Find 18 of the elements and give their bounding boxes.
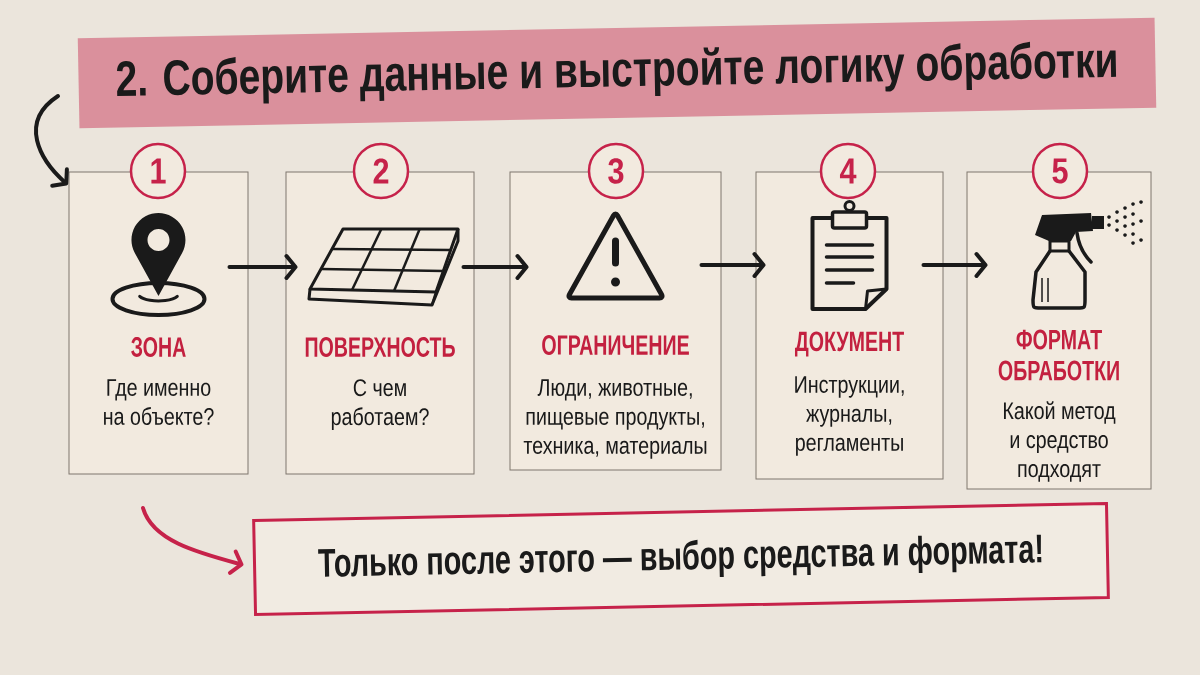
arrow: [227, 254, 298, 280]
card-text: Где именно на объекте?: [104, 379, 214, 425]
arrow: [921, 252, 988, 278]
curved-arrow: [141, 506, 244, 575]
arrow: [699, 252, 766, 278]
card-text: С чем работаем?: [331, 379, 429, 430]
card-heading: ФОРМАТ ОБРАБОТКИ: [998, 329, 1119, 381]
card-text: Люди, животные, пищевые продукты, техника, материалы: [523, 379, 707, 459]
note-box: Только после этого — выбор средства и формата!: [252, 501, 1110, 617]
card-heading: ПОВЕРХНОСТЬ: [305, 337, 455, 357]
arrow: [461, 254, 529, 280]
card-text: Какой метод и средство подходят: [1004, 401, 1116, 482]
curved-arrow: [34, 94, 69, 188]
card-heading: ДОКУМЕНТ: [795, 331, 904, 357]
title-banner: 2. Соберите данные и выстройте логику обработки: [77, 17, 1157, 129]
card-text: Инструкции, журналы, регламенты: [795, 376, 904, 456]
card-heading: ОГРАНИЧЕНИЕ: [542, 335, 689, 355]
card-heading: ЗОНА: [131, 337, 186, 357]
